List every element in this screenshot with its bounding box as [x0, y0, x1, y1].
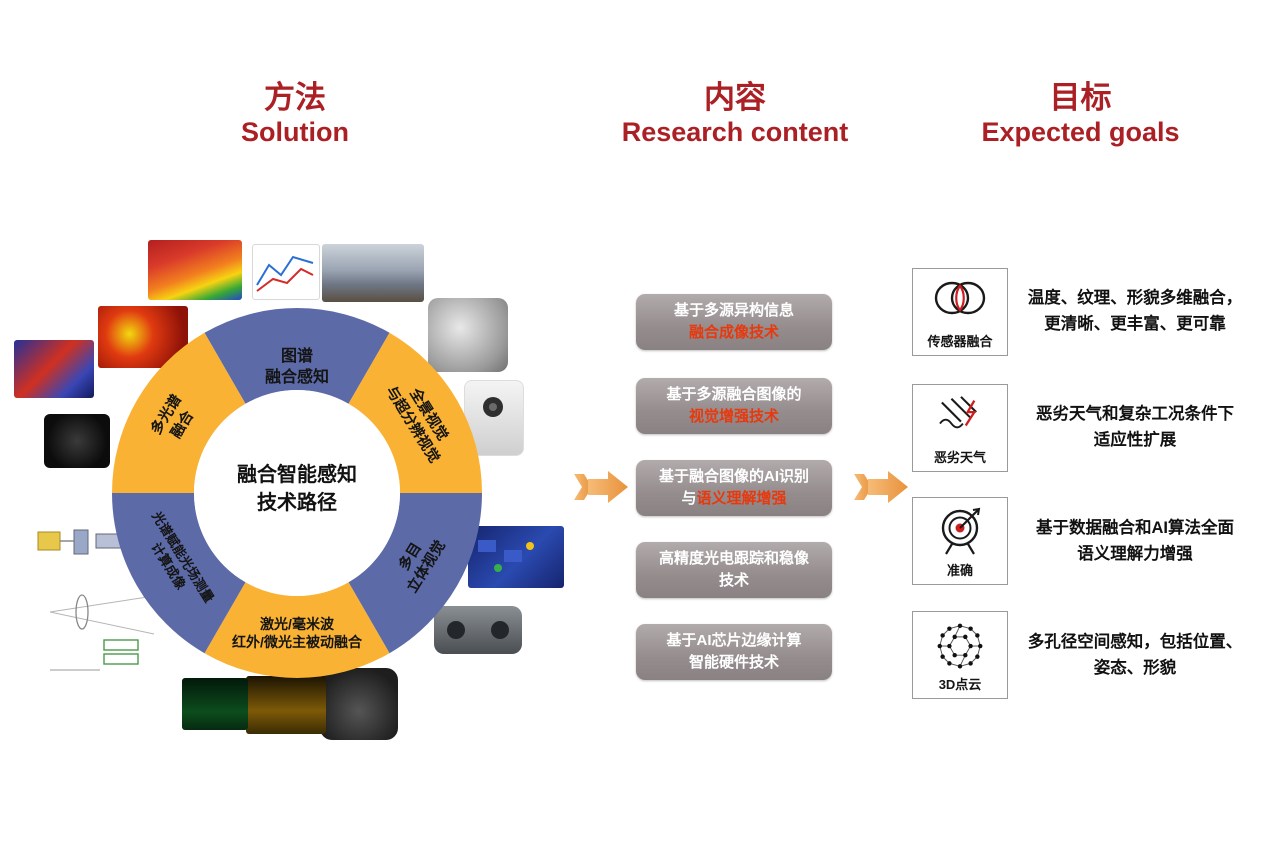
- bad-weather-icon: [939, 396, 977, 429]
- segment-label-line: 红外/微光主被动融合: [232, 634, 362, 650]
- arrow-right-icon: [574, 471, 628, 503]
- donut-center-title: 融合智能感知 技术路径: [237, 461, 357, 517]
- content-text: 智能硬件技术: [688, 653, 779, 671]
- segment-label-line: 图谱: [280, 348, 314, 366]
- donut-center-line1: 融合智能感知: [237, 464, 357, 486]
- content-box-edge-computing-hardware: 基于AI芯片边缘计算 智能硬件技术: [636, 624, 832, 680]
- content-box-line1: 基于AI芯片边缘计算: [640, 630, 828, 652]
- goal-text-line: 姿态、形貌: [1093, 658, 1177, 677]
- content-box-visual-enhancement: 基于多源融合图像的 视觉增强技术: [636, 378, 832, 434]
- goal-text-sensor-fusion: 温度、纹理、形貌多维融合， 更清晰、更丰富、更可靠: [1020, 286, 1250, 337]
- spectral-curves-chart-image: [252, 244, 320, 300]
- goal-text-line: 适应性扩展: [1093, 430, 1177, 449]
- header-content: 内容 Research content: [595, 80, 875, 148]
- content-text-red: 视觉增强技术: [688, 407, 779, 425]
- thermal-people-image: [246, 676, 326, 734]
- lens-optical-diagram-image: [42, 582, 162, 680]
- content-box-line1: 基于多源异构信息: [640, 300, 828, 322]
- content-box-line2: 技术: [640, 570, 828, 592]
- segment-label-line: 激光/毫米波: [260, 615, 334, 632]
- header-goals-zh: 目标: [1049, 80, 1112, 115]
- segment-label-line: 融合感知: [264, 369, 330, 386]
- thermal-boxes-image: [468, 526, 564, 588]
- goal-text-point-cloud: 多孔径空间感知，包括位置、 姿态、形貌: [1020, 630, 1250, 681]
- goal-box-label: 3D点云: [938, 677, 982, 692]
- accuracy-target-icon: [941, 507, 981, 555]
- goal-text-line: 多孔径空间感知，包括位置、: [1027, 633, 1243, 651]
- goal-box-point-cloud: 3D点云: [912, 611, 1008, 699]
- spectral-curves-icon: [256, 255, 314, 292]
- arrow-right-icon: [854, 471, 908, 503]
- content-box-line2: 视觉增强技术: [640, 406, 828, 428]
- goal-box-label: 准确: [946, 563, 973, 578]
- pipeline-photo-image: [322, 244, 424, 302]
- header-solution: 方法 Solution: [185, 80, 405, 148]
- content-text: 基于AI芯片边缘计算: [666, 632, 802, 649]
- stereo-camera-image: [434, 606, 522, 654]
- donut-segment-multispectral-fusion: [112, 332, 246, 493]
- goal-text-line: 语义理解力增强: [1077, 544, 1193, 563]
- donut-center-line2: 技术路径: [257, 492, 337, 514]
- header-goals-en: Expected goals: [981, 116, 1180, 147]
- content-text: 与: [681, 489, 697, 507]
- content-text: 高精度光电跟踪和稳像: [658, 550, 809, 567]
- donut-segment-spectrum-map-fusion: [204, 308, 390, 404]
- goal-text-bad-weather: 恶劣天气和复杂工况条件下 适应性扩展: [1020, 402, 1250, 453]
- ship-night-vision-image: [182, 678, 248, 730]
- donut-segment-active-passive-fusion: [204, 582, 390, 678]
- goal-box-label: 恶劣天气: [933, 450, 986, 465]
- stereo-lenses-icon: [447, 621, 509, 639]
- header-solution-zh: 方法: [264, 80, 326, 115]
- header-content-en: Research content: [621, 116, 849, 147]
- header-solution-en: Solution: [241, 116, 349, 147]
- thermal-spots-icon: [478, 540, 534, 572]
- content-box-line1: 高精度光电跟踪和稳像: [640, 548, 828, 570]
- content-box-line1: 基于融合图像的AI识别: [640, 466, 828, 488]
- fusion-donut-chart: [112, 308, 482, 678]
- content-text: 基于融合图像的AI识别: [658, 468, 809, 485]
- multi-lens-camera-image: [428, 298, 508, 372]
- content-text: 技术: [718, 571, 749, 589]
- content-box-line2: 融合成像技术: [640, 322, 828, 344]
- content-text: 基于多源异构信息: [673, 302, 794, 319]
- goal-text-line: 恶劣天气和复杂工况条件下: [1036, 405, 1234, 423]
- camera-lens-dot-icon: [483, 397, 503, 417]
- goal-box-bad-weather: 恶劣天气: [912, 384, 1008, 472]
- content-box-line1: 基于多源融合图像的: [640, 384, 828, 406]
- gimbal-camera-image: [320, 668, 398, 740]
- content-text-red: 融合成像技术: [688, 323, 779, 341]
- goal-text-line: 温度、纹理、形貌多维融合，: [1027, 289, 1243, 307]
- content-box-ai-recognition: 基于融合图像的AI识别 与语义理解增强: [636, 460, 832, 516]
- sensor-fusion-icon: [934, 281, 986, 315]
- fruit-thermal-cube-image: [148, 240, 242, 300]
- content-box-tracking-stabilization: 高精度光电跟踪和稳像 技术: [636, 542, 832, 598]
- goal-box-accuracy: 准确: [912, 497, 1008, 585]
- donut-segment-panoramic-superres: [348, 332, 482, 493]
- content-box-fusion-imaging: 基于多源异构信息 融合成像技术: [636, 294, 832, 350]
- goal-box-label: 传感器融合: [927, 334, 993, 349]
- donut-center-circle: [194, 390, 400, 596]
- donut-segment-multi-view-stereo: [348, 493, 482, 654]
- content-box-line2: 智能硬件技术: [640, 652, 828, 674]
- lens-diagram-icon: [49, 594, 155, 671]
- thermal-scene-image: [14, 340, 94, 398]
- content-text-red: 语义理解增强: [696, 489, 787, 507]
- goal-box-sensor-fusion: 传感器融合: [912, 268, 1008, 356]
- goal-text-line: 更清晰、更丰富、更可靠: [1044, 314, 1226, 333]
- content-box-line2: 与语义理解增强: [640, 488, 828, 510]
- header-goals: 目标 Expected goals: [948, 80, 1213, 148]
- goal-text-line: 基于数据融合和AI算法全面: [1036, 519, 1234, 537]
- donut-segment-spectral-computational-imaging: [112, 493, 246, 654]
- goal-text-accuracy: 基于数据融合和AI算法全面 语义理解力增强: [1020, 516, 1250, 567]
- header-content-zh: 内容: [704, 80, 766, 115]
- camera-lens-image: [44, 414, 110, 468]
- segment-label-spectrum-map-fusion: 图谱 融合感知: [265, 347, 329, 389]
- content-text: 基于多源融合图像的: [666, 386, 802, 403]
- point-cloud-icon: [937, 623, 983, 669]
- segment-label-active-passive-fusion: 激光/毫米波 红外/微光主被动融合: [232, 615, 362, 651]
